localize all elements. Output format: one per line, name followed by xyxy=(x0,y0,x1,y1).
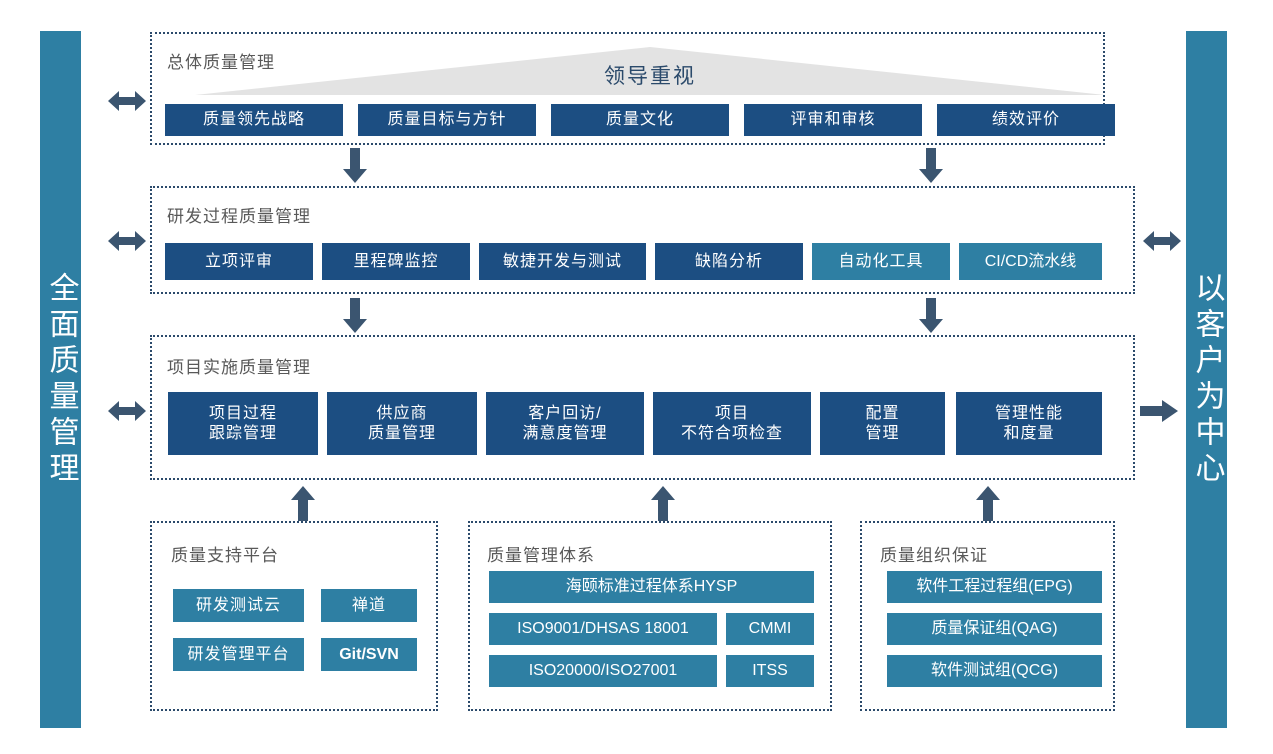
panel-title-quality-organization-assurance: 质量组织保证 xyxy=(880,546,988,565)
double-arrow-left-row3-icon xyxy=(108,398,146,424)
double-arrow-left-row2-icon xyxy=(108,228,146,254)
panel-quality-organization-assurance xyxy=(860,521,1115,711)
box-quality-culture[interactable]: 质量文化 xyxy=(551,104,729,136)
up-arrow-organization-assurance-icon xyxy=(975,486,1001,521)
box-management-performance-metrics[interactable]: 管理性能 和度量 xyxy=(956,392,1102,455)
box-project-initiation-review[interactable]: 立项评审 xyxy=(165,243,313,280)
box-haiyi-standard-process-hysp[interactable]: 海颐标准过程体系HYSP xyxy=(489,571,814,603)
box-customer-visit-satisfaction[interactable]: 客户回访/ 满意度管理 xyxy=(486,392,644,455)
box-qag-group[interactable]: 质量保证组(QAG) xyxy=(887,613,1102,645)
panel-title-quality-support-platform: 质量支持平台 xyxy=(171,546,279,565)
down-arrow-row2-to-row3-right-icon xyxy=(918,298,944,334)
panel-title-rd-process-quality-management: 研发过程质量管理 xyxy=(167,207,311,226)
box-agile-dev-and-test[interactable]: 敏捷开发与测试 xyxy=(479,243,646,280)
panel-title-project-implementation-quality-management: 项目实施质量管理 xyxy=(167,358,311,377)
box-git-svn[interactable]: Git/SVN xyxy=(321,638,417,671)
single-arrow-right-row3-icon xyxy=(1140,398,1178,424)
box-rd-management-platform[interactable]: 研发管理平台 xyxy=(173,638,304,671)
box-quality-goals-policy[interactable]: 质量目标与方针 xyxy=(358,104,536,136)
box-cicd-pipeline[interactable]: CI/CD流水线 xyxy=(959,243,1102,280)
panel-quality-management-system xyxy=(468,521,832,711)
left-vertical-bar: 全面质量管理 xyxy=(40,31,81,728)
panel-quality-support-platform xyxy=(150,521,438,711)
box-iso20000-iso27001[interactable]: ISO20000/ISO27001 xyxy=(489,655,717,687)
panel-project-implementation-quality-management xyxy=(150,335,1135,480)
box-configuration-management[interactable]: 配置 管理 xyxy=(820,392,945,455)
right-vertical-bar: 以客户为中心 xyxy=(1186,31,1227,728)
box-automation-tools[interactable]: 自动化工具 xyxy=(812,243,950,280)
box-quality-leading-strategy[interactable]: 质量领先战略 xyxy=(165,104,343,136)
box-defect-analysis[interactable]: 缺陷分析 xyxy=(655,243,803,280)
box-supplier-quality-management[interactable]: 供应商 质量管理 xyxy=(327,392,477,455)
up-arrow-support-platform-icon xyxy=(290,486,316,521)
panel-title-overall-quality-management: 总体质量管理 xyxy=(167,53,275,72)
box-qcg-group[interactable]: 软件测试组(QCG) xyxy=(887,655,1102,687)
box-rd-test-cloud[interactable]: 研发测试云 xyxy=(173,589,304,622)
leadership-emphasis-label: 领导重视 xyxy=(604,65,696,88)
box-iso9001-dhsas18001[interactable]: ISO9001/DHSAS 18001 xyxy=(489,613,717,645)
box-milestone-monitoring[interactable]: 里程碑监控 xyxy=(322,243,470,280)
box-itss[interactable]: ITSS xyxy=(726,655,814,687)
panel-overall-quality-management xyxy=(150,32,1105,145)
down-arrow-row1-to-row2-right-icon xyxy=(918,148,944,184)
right-vertical-bar-label: 以客户为中心 xyxy=(1190,271,1224,488)
box-epg-group[interactable]: 软件工程过程组(EPG) xyxy=(887,571,1102,603)
box-review-audit[interactable]: 评审和审核 xyxy=(744,104,922,136)
panel-rd-process-quality-management xyxy=(150,186,1135,294)
double-arrow-right-row2-icon xyxy=(1143,228,1181,254)
up-arrow-management-system-icon xyxy=(650,486,676,521)
panel-title-quality-management-system: 质量管理体系 xyxy=(487,546,595,565)
box-cmmi[interactable]: CMMI xyxy=(726,613,814,645)
left-vertical-bar-label: 全面质量管理 xyxy=(44,271,78,488)
down-arrow-row2-to-row3-left-icon xyxy=(342,298,368,334)
double-arrow-left-row1-icon xyxy=(108,88,146,114)
box-performance-evaluation[interactable]: 绩效评价 xyxy=(937,104,1115,136)
down-arrow-row1-to-row2-left-icon xyxy=(342,148,368,184)
box-project-process-tracking[interactable]: 项目过程 跟踪管理 xyxy=(168,392,318,455)
box-project-nonconformity-check[interactable]: 项目 不符合项检查 xyxy=(653,392,811,455)
box-zentao[interactable]: 禅道 xyxy=(321,589,417,622)
